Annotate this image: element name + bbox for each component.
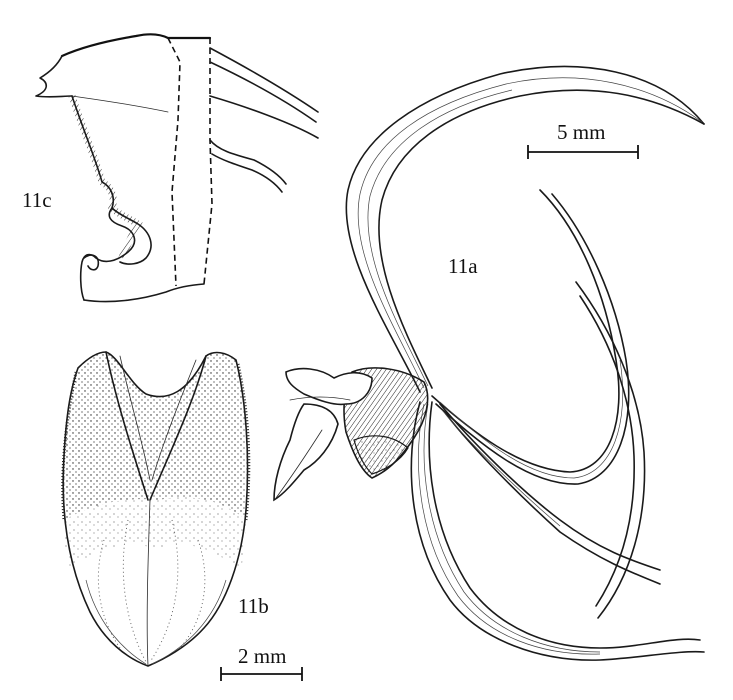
label-11c: 11c [22, 188, 52, 212]
scale-label-5mm: 5 mm [557, 120, 606, 144]
figure-11c-drawing [35, 33, 319, 303]
scale-label-2mm: 2 mm [238, 644, 287, 668]
figure-11b-drawing [61, 351, 251, 667]
scale-bar-5mm [527, 145, 639, 159]
scale-bar-2mm [220, 667, 303, 681]
figure-11a-drawing [273, 65, 705, 661]
label-11a: 11a [448, 254, 478, 278]
label-11b: 11b [238, 594, 269, 618]
